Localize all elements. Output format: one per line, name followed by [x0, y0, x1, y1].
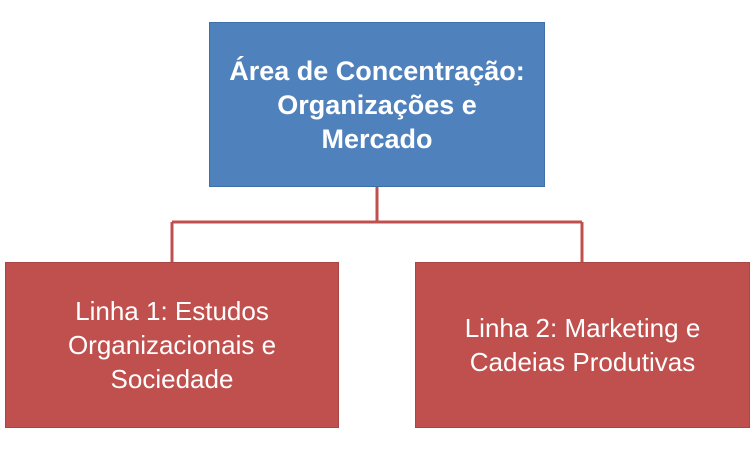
- linha-1-node: Linha 1: Estudos Organizacionais e Socie…: [5, 262, 339, 428]
- linha-2-node: Linha 2: Marketing e Cadeias Produtivas: [415, 262, 750, 428]
- linha-2-label: Linha 2: Marketing e Cadeias Produtivas: [464, 313, 701, 377]
- linha-1-label: Linha 1: Estudos Organizacionais e Socie…: [67, 296, 277, 394]
- area-concentracao-label: Área de Concentração: Organizações e Mer…: [229, 55, 525, 154]
- area-concentracao-node: Área de Concentração: Organizações e Mer…: [209, 22, 545, 187]
